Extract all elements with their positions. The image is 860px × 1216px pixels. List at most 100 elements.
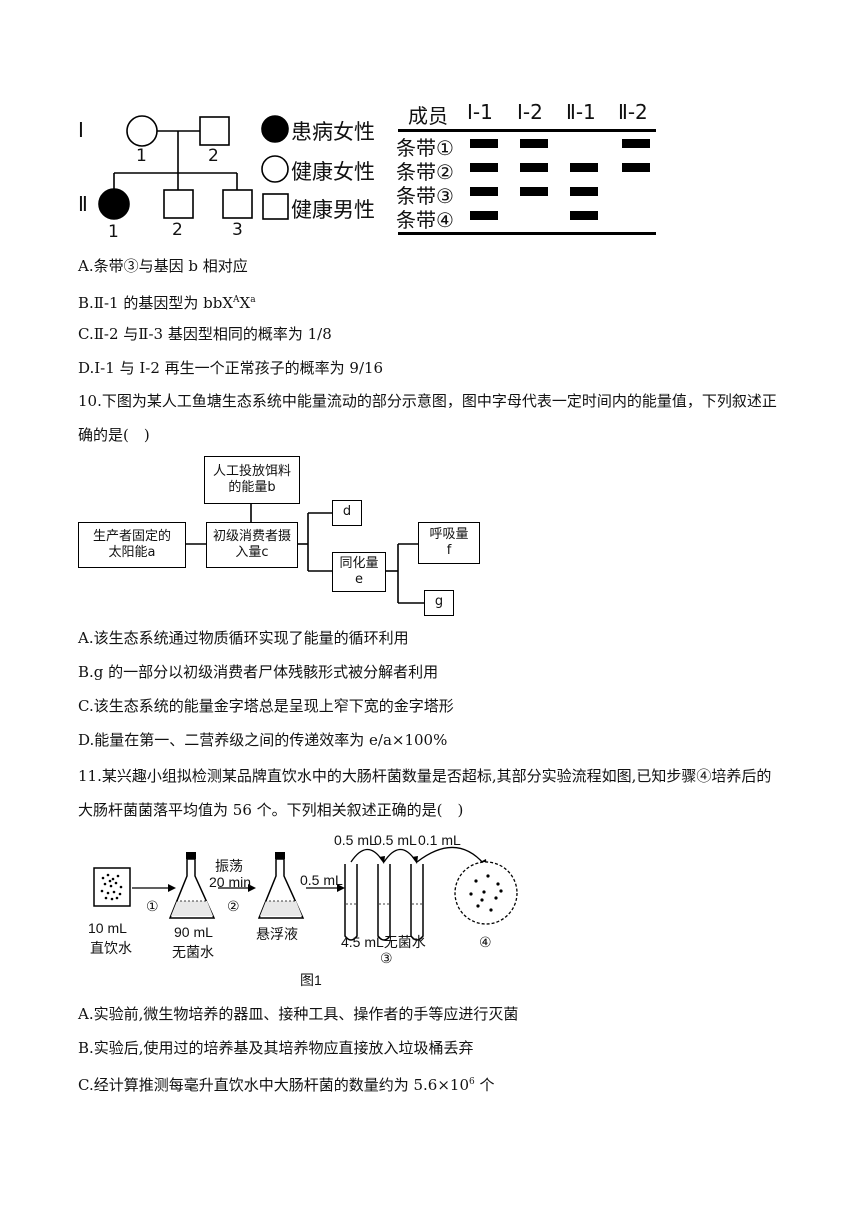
box-d: d [332, 500, 362, 526]
pedigree-lines [98, 115, 253, 220]
band-row-label: 条带④ [396, 208, 454, 232]
box-d-text: d [342, 504, 352, 519]
tube-transfer-1: 0.5 mL [334, 832, 377, 848]
flask-90ml [168, 852, 216, 919]
band-mark [520, 163, 548, 172]
II1-number: 1 [108, 222, 119, 242]
generation-II-label: Ⅱ [78, 192, 88, 216]
box-producer-a: 生产者固定的太阳能a [78, 522, 186, 568]
box-e-letter: e [355, 572, 363, 587]
band-mark [470, 163, 498, 172]
band-mark [622, 139, 650, 148]
water-name-label: 直饮水 [90, 940, 132, 956]
q9-option-c: C.Ⅱ-2 与Ⅱ-3 基因型相同的概率为 1/8 [78, 325, 332, 343]
box-e-label: 同化量 [339, 556, 379, 571]
pedigree-I2-healthy-male [199, 116, 230, 146]
table-header-II1: Ⅱ-1 [566, 100, 596, 124]
table-header-I2: Ⅰ-2 [517, 100, 543, 124]
table-top-rule [398, 129, 656, 132]
pedigree-legend: 患病女性 健康女性 健康男性 [260, 114, 390, 224]
legend-healthy-female: 健康女性 [291, 160, 375, 184]
q9-option-b-x: X [239, 294, 251, 312]
dilution-experiment-figure: 10 mL 直饮水 ① 90 mL 无菌水 振荡 20 min ② 悬浮液 0.… [86, 826, 526, 991]
step-3-label: ③ [380, 950, 393, 966]
shake-label: 振荡 [215, 858, 243, 874]
step-1-label: ① [146, 898, 159, 914]
step-2-label: ② [227, 898, 240, 914]
box-g: g [424, 590, 454, 616]
pedigree-II3-healthy-male [222, 189, 253, 219]
q9-option-b-text: B.Ⅱ-1 的基因型为 bbX [78, 294, 234, 312]
I1-number: 1 [136, 146, 147, 166]
pedigree-II1-affected-female [98, 188, 130, 220]
q10-option-c: C.该生态系统的能量金字塔总是呈现上窄下宽的金字塔形 [78, 697, 454, 715]
q9-option-b: B.Ⅱ-1 的基因型为 bbXAXa [78, 289, 256, 314]
test-tube-3 [410, 864, 424, 941]
q11-option-c-unit: 个 [474, 1076, 495, 1094]
transfer-volume-label: 0.5 mL [300, 872, 343, 888]
dilution-figure-drawing [93, 846, 518, 941]
tube-water-label: 4.5 mL无菌水 [341, 934, 426, 950]
q9-option-b-sup1: A [233, 295, 240, 305]
q10-option-d: D.能量在第一、二营养级之间的传递效率为 e/a×100% [78, 731, 448, 749]
healthy-female-symbol [261, 155, 289, 183]
band-mark [570, 187, 598, 196]
pedigree-chart: Ⅰ Ⅱ 1 2 1 2 3 [70, 100, 400, 250]
band-mark [470, 139, 498, 148]
band-row-label: 条带① [396, 136, 454, 160]
box-b-text: 人工投放饵料的能量b [212, 464, 291, 495]
table-header-II2: Ⅱ-2 [618, 100, 648, 124]
band-row-label: 条带③ [396, 184, 454, 208]
box-f-label: 呼吸量 [429, 527, 469, 542]
q9-option-b-sup2: a [250, 295, 256, 305]
band-row-label: 条带② [396, 160, 454, 184]
q9-option-d: D.I-1 与 I-2 再生一个正常孩子的概率为 9/16 [78, 359, 384, 377]
band-mark [470, 187, 498, 196]
q10-option-a: A.该生态系统通过物质循环实现了能量的循环利用 [78, 629, 409, 647]
q11-option-c-exponent: 6 [469, 1077, 475, 1087]
step-4-label: ④ [479, 934, 492, 950]
pedigree-II2-healthy-male [163, 189, 194, 219]
q11-option-b: B.实验后,使用过的培养基及其培养物应直接放入垃圾桶丢弃 [78, 1039, 474, 1057]
table-header-member: 成员 [408, 104, 448, 128]
box-assimilation-e: 同化量 e [332, 552, 386, 592]
energy-flow-diagram: 人工投放饵料的能量b 生产者固定的太阳能a 初级消费者摄入量c d 同化量 e … [78, 456, 488, 618]
pedigree-I1-healthy-female [126, 115, 158, 147]
box-g-text: g [434, 594, 444, 609]
flask-volume-label: 90 mL [174, 924, 213, 940]
legend-affected-female: 患病女性 [291, 120, 375, 144]
flask-water-label: 无菌水 [172, 944, 214, 960]
q11-option-c-text: C.经计算推测每毫升直饮水中大肠杆菌的数量约为 5.6×10 [78, 1076, 469, 1094]
table-bottom-rule [398, 232, 656, 235]
q10-stem: 10.下图为某人工鱼塘生态系统中能量流动的部分示意图，图中字母代表一定时间内的能… [78, 392, 777, 444]
bacteria-dots [100, 873, 123, 901]
suspension-label: 悬浮液 [256, 926, 298, 942]
band-mark [520, 139, 548, 148]
table-header-I1: Ⅰ-1 [467, 100, 493, 124]
box-c-text: 初级消费者摄入量c [212, 529, 291, 560]
figure-caption: 图1 [300, 972, 322, 988]
shake-time-label: 20 min [209, 874, 252, 890]
band-mark [570, 211, 598, 220]
q11-stem: 11.某兴趣小组拟检测某品牌直饮水中的大肠杆菌数量是否超标,其部分实验流程如图,… [78, 767, 772, 819]
band-mark [622, 163, 650, 172]
q9-option-a: A.条带③与基因 b 相对应 [78, 257, 248, 275]
band-mark [520, 187, 548, 196]
legend-healthy-male: 健康男性 [291, 198, 375, 222]
energy-flow-connectors [186, 504, 424, 604]
q10-option-b: B.g 的一部分以初级消费者尸体残骸形式被分解者利用 [78, 663, 439, 681]
box-primary-consumer-c: 初级消费者摄入量c [206, 522, 298, 568]
healthy-male-symbol [262, 193, 289, 220]
test-tube-1 [344, 864, 358, 941]
q11-option-a: A.实验前,微生物培养的器皿、接种工具、操作者的手等应进行灭菌 [78, 1005, 519, 1023]
test-tube-2 [377, 864, 391, 941]
I2-number: 2 [208, 146, 219, 166]
II2-number: 2 [172, 220, 183, 240]
box-respiration-f: 呼吸量 f [418, 522, 480, 564]
petri-dish [454, 861, 518, 925]
band-mark [570, 163, 598, 172]
affected-female-symbol [261, 115, 289, 143]
tube-transfer-2: 0.5 mL [374, 832, 417, 848]
generation-I-label: Ⅰ [78, 118, 84, 142]
